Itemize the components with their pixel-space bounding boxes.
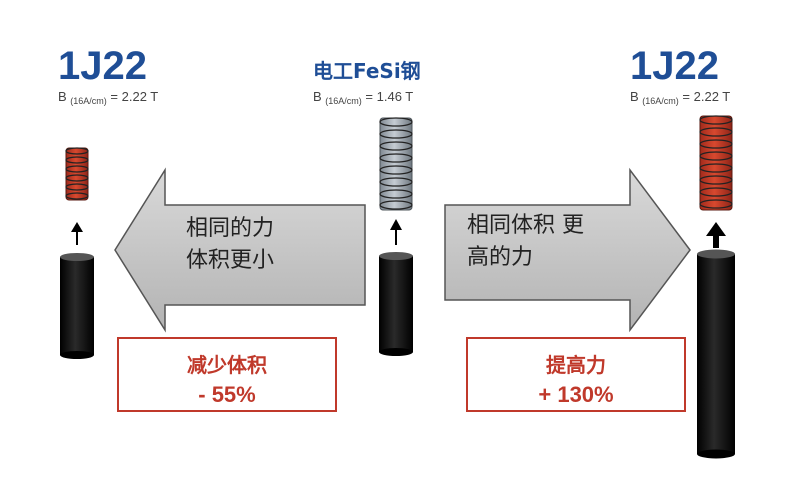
left-result-label: 减少体积 [187, 353, 267, 377]
right-arrow-line1: 相同体积 更 [467, 213, 584, 238]
left-coil [65, 147, 89, 201]
right-arrow-text: 相同体积 更 高的力 [467, 210, 584, 274]
center-b-prefix: B [313, 89, 322, 104]
center-core [379, 252, 413, 356]
left-b-sub: (16A/cm) [70, 96, 107, 106]
right-material-name: 1J22 [630, 44, 719, 88]
right-coil [699, 115, 733, 211]
center-b-value: B (16A/cm) = 1.46 T [313, 89, 413, 106]
right-core [697, 249, 735, 459]
right-result-box: 提高力 + 130% [466, 337, 686, 412]
left-b-value: B (16A/cm) = 2.22 T [58, 89, 158, 106]
right-arrow-line2: 高的力 [467, 244, 534, 270]
left-result-box: 减少体积 - 55% [117, 337, 337, 412]
left-arrow-line1: 相同的力 [186, 216, 275, 241]
left-b-number: = 2.22 T [106, 89, 159, 104]
left-result-value: - 55% [198, 382, 256, 407]
right-arrow [444, 167, 691, 333]
right-b-prefix: B [630, 89, 639, 104]
center-b-number: = 1.46 T [361, 89, 414, 104]
left-material-name: 1J22 [58, 44, 147, 88]
left-core [60, 253, 94, 359]
left-b-prefix: B [58, 89, 67, 104]
center-b-sub: (16A/cm) [325, 96, 362, 106]
left-arrow-text: 相同的力 体积更小 [186, 213, 274, 277]
left-arrow-line2: 体积更小 [186, 247, 275, 273]
right-result-value: + 130% [538, 382, 614, 407]
right-b-value: B (16A/cm) = 2.22 T [630, 89, 730, 106]
right-b-number: = 2.22 T [678, 89, 731, 104]
center-coil [379, 117, 413, 211]
center-material-name: 电工FeSi钢 [313, 59, 421, 83]
right-result-label: 提高力 [546, 353, 606, 377]
left-arrow [114, 167, 366, 333]
right-b-sub: (16A/cm) [642, 96, 679, 106]
